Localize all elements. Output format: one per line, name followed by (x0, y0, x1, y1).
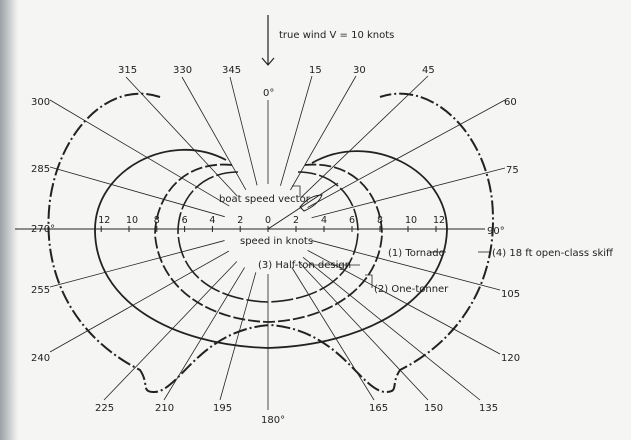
angle-label-345: 345 (222, 65, 241, 76)
curve-one-tonner (154, 163, 383, 323)
speed-tick-left-10: 10 (126, 215, 138, 226)
angle-label-15: 15 (309, 65, 322, 76)
wind-label: true wind V = 10 knots (279, 30, 394, 41)
speed-tick-right-10: 10 (405, 215, 417, 226)
speed-tick-right-12: 12 (433, 215, 445, 226)
angle-label-300: 300 (31, 97, 50, 108)
radial-line-285 (49, 166, 225, 218)
speed-tick-right-2: 2 (293, 215, 299, 226)
radial-line-120 (307, 249, 501, 355)
radial-line-165 (291, 267, 375, 401)
radial-line-315 (125, 76, 238, 197)
angle-label-60: 60 (504, 97, 517, 108)
radial-line-15 (280, 75, 313, 186)
radial-line-345 (229, 76, 258, 186)
angle-label-210: 210 (155, 403, 174, 414)
curve-skiff (47, 92, 494, 394)
curve-tornado (94, 149, 448, 349)
speed-tick-left-8: 8 (154, 215, 160, 226)
angle-label-225: 225 (95, 403, 114, 414)
boat-speed-vector (267, 182, 339, 230)
radial-line-45 (300, 75, 429, 199)
angle-label-180: 180° (261, 415, 285, 426)
angle-label-135: 135 (479, 403, 498, 414)
radial-line-150 (298, 261, 429, 401)
angle-label-285: 285 (31, 164, 50, 175)
angle-label-165: 165 (369, 403, 388, 414)
vector-leader (292, 185, 301, 197)
radial-line-210 (163, 267, 245, 401)
angle-label-150: 150 (424, 403, 443, 414)
radial-line-300 (49, 99, 230, 207)
speed-tick-right-6: 6 (349, 215, 355, 226)
radial-line-255 (49, 240, 225, 288)
angle-label-120: 120 (501, 353, 520, 364)
angle-label-30: 30 (353, 65, 366, 76)
angle-label-270: 270° (31, 224, 55, 235)
radial-line-135 (302, 256, 481, 401)
speed-tick-left-2: 2 (237, 215, 243, 226)
radial-line-105 (311, 240, 501, 291)
boat-icon (299, 194, 323, 212)
angle-label-240: 240 (31, 353, 50, 364)
speed-tick-left-4: 4 (209, 215, 215, 226)
angle-label-195: 195 (213, 403, 232, 414)
leader-one-tonner (365, 274, 373, 288)
angle-label-0: 0° (263, 88, 274, 99)
curve-half-ton (177, 171, 359, 303)
radial-line-240 (49, 250, 230, 353)
radial-line-195 (219, 272, 257, 401)
radial-line-225 (103, 261, 238, 401)
radial-line-30 (290, 75, 357, 191)
legend-one-tonner: (2) One-tonner (374, 284, 449, 295)
angle-label-45: 45 (422, 65, 435, 76)
page-edge-shadow (0, 0, 18, 440)
radial-line-330 (181, 76, 247, 191)
angle-label-105: 105 (501, 289, 520, 300)
radial-line-75 (311, 167, 506, 219)
boat-speed-vector-label: boat speed vector (219, 194, 311, 205)
wind-arrowhead-icon (261, 57, 275, 66)
speed-tick-right-4: 4 (321, 215, 327, 226)
angle-label-315: 315 (118, 65, 137, 76)
radial-line-60 (307, 99, 506, 208)
angle-label-330: 330 (173, 65, 192, 76)
speed-tick-right-8: 8 (377, 215, 383, 226)
radial-lines (49, 75, 506, 410)
angle-label-90: 90° (487, 226, 505, 237)
speed-tick-left-12: 12 (98, 215, 110, 226)
legend-half-ton: (3) Half-ton design (258, 260, 351, 271)
angle-label-255: 255 (31, 285, 50, 296)
speed-tick-0: 0 (265, 215, 271, 226)
angle-label-75: 75 (506, 165, 519, 176)
speed-tick-left-6: 6 (182, 215, 188, 226)
legend-tornado: (1) Tornado (388, 248, 445, 259)
legend-skiff: (4) 18 ft open-class skiff (492, 248, 614, 259)
speed-axis-label: speed in knots (240, 236, 313, 247)
